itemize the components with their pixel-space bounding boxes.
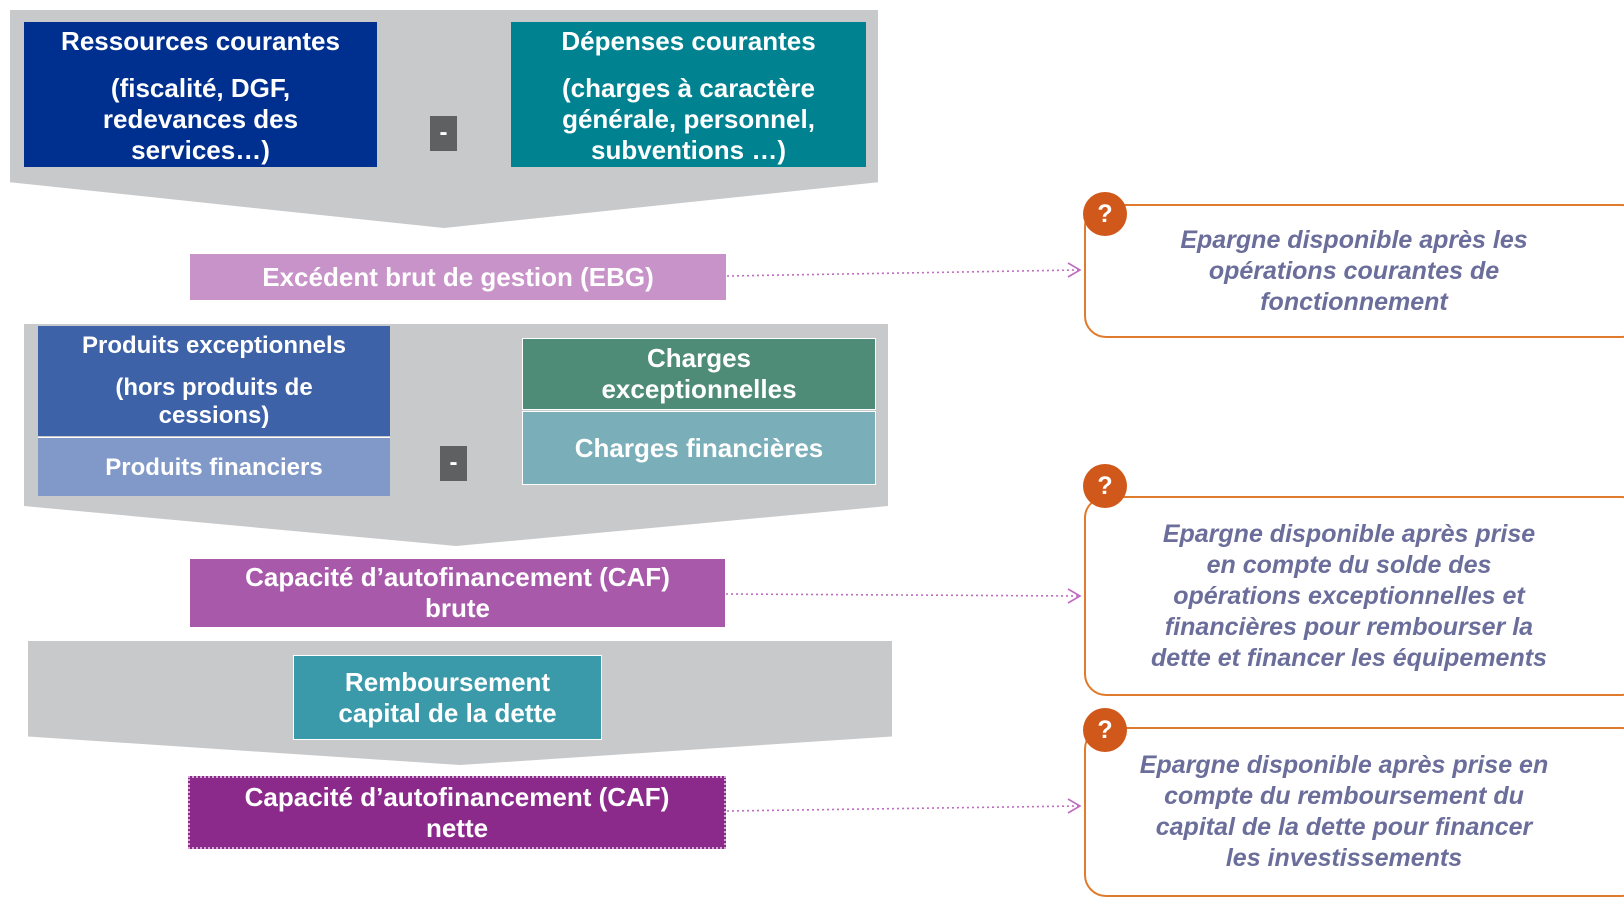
ressources-courantes-detail-2: redevances des [102, 104, 299, 134]
minus-operator-2: - [440, 446, 467, 481]
charges-financieres-box: Charges financières [522, 411, 876, 485]
charges-financieres-label: Charges financières [574, 432, 824, 463]
produits-exceptionnels-detail-1: (hors produits de [115, 374, 313, 401]
minus-operator-1: - [430, 116, 457, 151]
callout-caf-brute-line-2: en compte du solde des [1206, 550, 1492, 579]
produits-exceptionnels-box: Produits exceptionnels (hors produits de… [38, 326, 390, 436]
question-icon: ? [1083, 192, 1127, 236]
connector-caf-brute [725, 593, 1079, 597]
caf-brute-line-2: brute [425, 593, 490, 623]
charges-exceptionnelles-box: Charges exceptionnelles [522, 338, 876, 410]
produits-financiers-box: Produits financiers [38, 437, 390, 496]
depenses-courantes-title: Dépenses courantes [561, 26, 816, 56]
ebg-box: Excédent brut de gestion (EBG) [190, 254, 726, 300]
caf-nette-box: Capacité d’autofinancement (CAF) nette [188, 776, 726, 849]
connector-ebg [726, 269, 1079, 277]
arrowhead-caf-brute [1067, 588, 1082, 604]
produits-financiers-label: Produits financiers [105, 453, 323, 481]
callout-caf-nette-line-4: les investissements [1225, 844, 1463, 872]
callout-caf-nette-line-2: compte du remboursement du [1164, 782, 1524, 810]
ressources-courantes-box: Ressources courantes (fiscalité, DGF, re… [24, 22, 377, 167]
ressources-courantes-title: Ressources courantes [61, 26, 340, 56]
question-icon: ? [1083, 708, 1127, 752]
callout-caf-brute-line-5: dette et financer les équipements [1151, 643, 1547, 672]
depenses-courantes-detail-3: subventions …) [590, 135, 786, 165]
callout-ebg-line-2: opérations courantes de [1208, 256, 1500, 285]
connector-caf-nette [726, 805, 1079, 812]
callout-ebg: Epargne disponible après les opérations … [1084, 204, 1624, 338]
produits-exceptionnels-detail-2: cessions) [158, 402, 270, 429]
arrowhead-caf-nette [1067, 798, 1082, 814]
callout-ebg-line-3: fonctionnement [1260, 287, 1448, 316]
caf-brute-box: Capacité d’autofinancement (CAF) brute [190, 559, 725, 627]
remboursement-line-2: capital de la dette [338, 697, 557, 728]
callout-caf-brute-line-3: opérations exceptionnelles et [1173, 581, 1525, 610]
ressources-courantes-detail-3: services…) [131, 135, 270, 165]
caf-nette-line-1: Capacité d’autofinancement (CAF) [244, 781, 670, 812]
ebg-label: Excédent brut de gestion (EBG) [262, 261, 654, 292]
produits-exceptionnels-title: Produits exceptionnels [81, 332, 347, 359]
charges-exceptionnelles-line-2: exceptionnelles [601, 374, 797, 404]
remboursement-line-1: Remboursement [344, 666, 551, 697]
callout-caf-nette-line-3: capital de la dette pour financer [1155, 813, 1533, 841]
callout-caf-brute-line-1: Epargne disponible après prise [1162, 519, 1536, 548]
remboursement-box: Remboursement capital de la dette [293, 655, 602, 740]
ressources-courantes-detail-1: (fiscalité, DGF, [110, 73, 291, 103]
depenses-courantes-detail-2: générale, personnel, [562, 104, 815, 134]
charges-exceptionnelles-line-1: Charges [646, 343, 752, 373]
callout-caf-nette-line-1: Epargne disponible après prise en [1139, 751, 1549, 779]
caf-nette-line-2: nette [425, 812, 489, 843]
arrowhead-ebg [1067, 262, 1082, 278]
depenses-courantes-detail-1: (charges à caractère [562, 73, 815, 103]
callout-caf-brute-line-4: financières pour rembourser la [1164, 612, 1534, 641]
callout-caf-nette: Epargne disponible après prise en compte… [1084, 727, 1624, 897]
callout-ebg-line-1: Epargne disponible après les [1180, 225, 1528, 254]
callout-caf-brute: Epargne disponible après prise en compte… [1084, 496, 1624, 696]
question-icon: ? [1083, 464, 1127, 508]
depenses-courantes-box: Dépenses courantes (charges à caractère … [511, 22, 866, 167]
caf-brute-line-1: Capacité d’autofinancement (CAF) [245, 562, 670, 592]
